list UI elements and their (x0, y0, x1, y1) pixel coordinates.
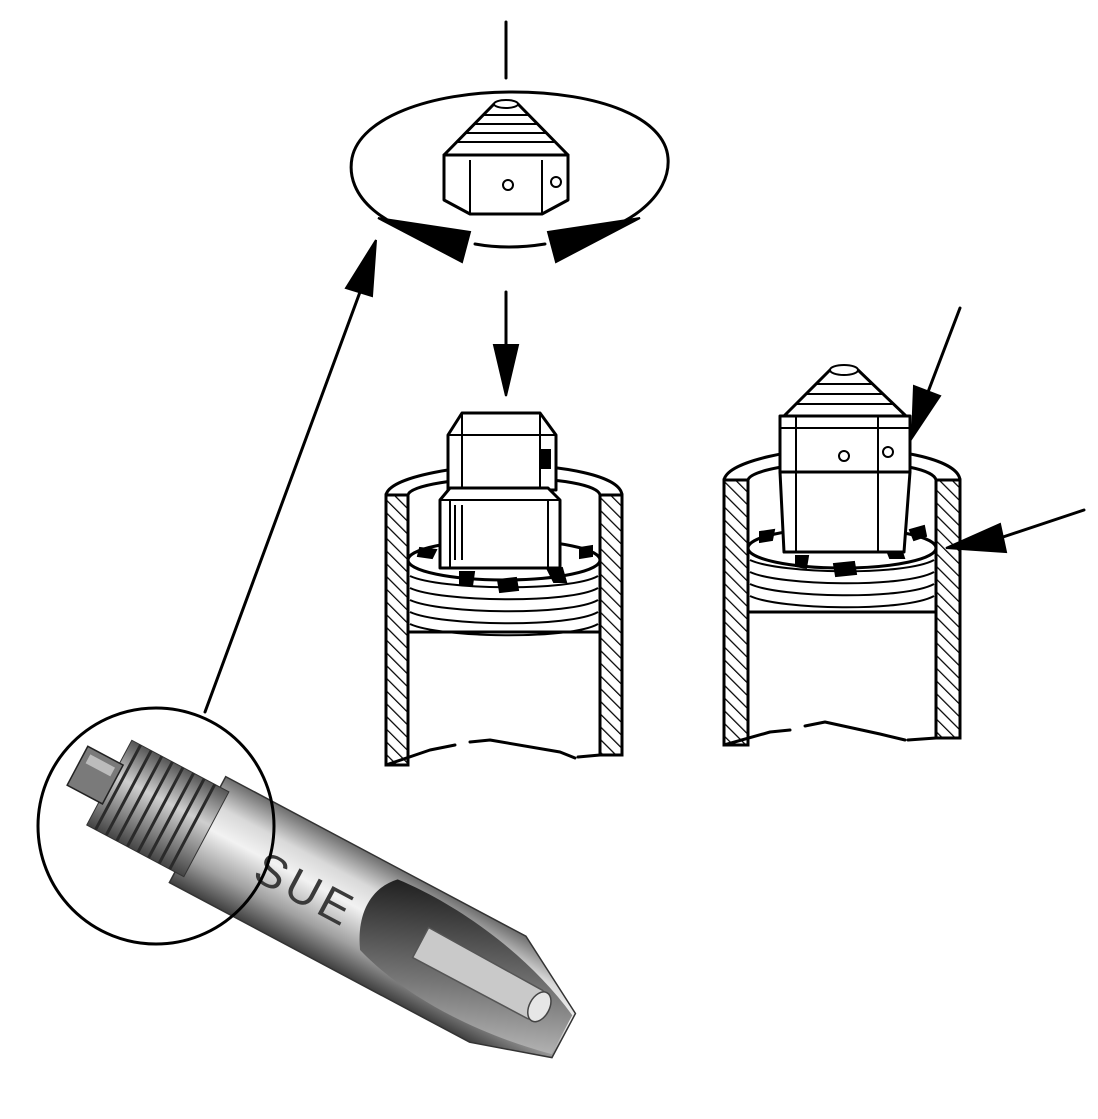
rotation-arc (473, 242, 547, 249)
callout-arrow-icon (203, 239, 377, 714)
hex-pin-top (442, 99, 570, 216)
pointer-arrow-lower-icon (945, 508, 1086, 554)
cross-section-right (722, 364, 962, 747)
pointer-arrow-upper-icon (910, 306, 962, 442)
rotation-arrow-left-icon (377, 217, 472, 264)
detail-circle (36, 706, 276, 946)
rotation-arrow-right-icon (546, 217, 641, 264)
rotation-ellipse (349, 90, 670, 247)
rotation-detail (349, 20, 670, 264)
cross-section-left (384, 411, 624, 767)
down-arrow-icon (492, 290, 520, 397)
nipple-drinker-photo: SUE (66, 739, 577, 1059)
